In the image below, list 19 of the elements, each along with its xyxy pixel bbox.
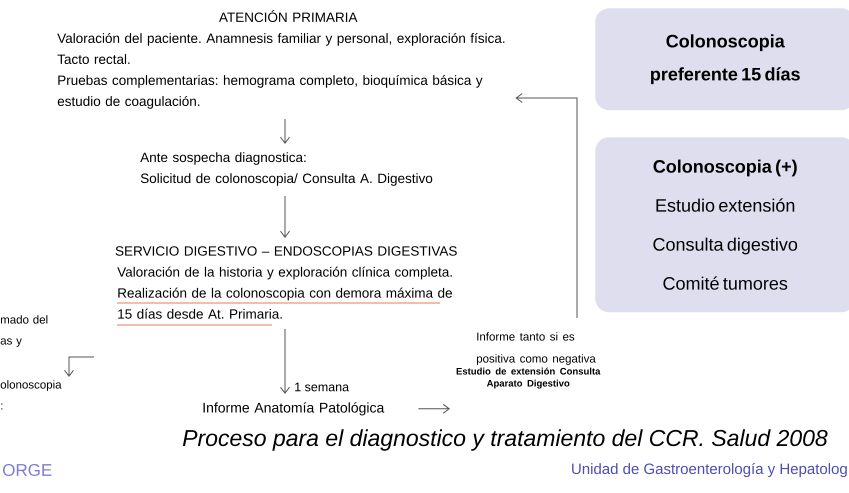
footer-text: ORGE xyxy=(3,464,52,476)
arrow xyxy=(515,93,578,318)
summary-box: Colonoscopia (+) Estudio extensión Consulta digestivo Comité tumores xyxy=(595,137,849,312)
caption: Proceso para el diagnostico y tratamiento del CCR. Salud 2008 xyxy=(182,429,828,451)
cropped-text: olonoscopia : xyxy=(0,380,62,410)
process-step: SERVICIO DIGESTIVO – ENDOSCOPIAS DIGESTIVAS Valoración de la historia y exploración clínica completa. Realización de la colonoscopia con demora máxima de 15 días desde At. Primaria. xyxy=(116,246,457,319)
arrow xyxy=(418,404,450,414)
arrow xyxy=(280,118,290,144)
arrow xyxy=(280,328,290,394)
arrow xyxy=(64,356,94,377)
process-step: Informe Anatomía Patológica xyxy=(204,402,384,416)
arrow xyxy=(280,195,290,238)
edge-label: 1 semana xyxy=(295,382,350,392)
process-step: ATENCIÓN PRIMARIA Valoración del paciente. Anamnesis familiar y personal, exploración física. Tacto rectal. Pruebas complementarias: hemograma completo, bioquímica básica y estudio de coagulación. xyxy=(57,10,504,109)
footer-text: Unidad de Gastroenterología y Hepatolog xyxy=(572,462,847,478)
summary-box: Colonoscopia preferente 15 días xyxy=(595,8,849,110)
process-step: Ante sospecha diagnostica: Solicitud de colonoscopia/ Consulta A. Digestivo xyxy=(140,152,432,186)
report-note: Informe tanto si es positiva como negativa Estudio de extensión Consulta Aparato Digestivo xyxy=(456,332,600,389)
cropped-text: mado del as y xyxy=(0,315,48,347)
